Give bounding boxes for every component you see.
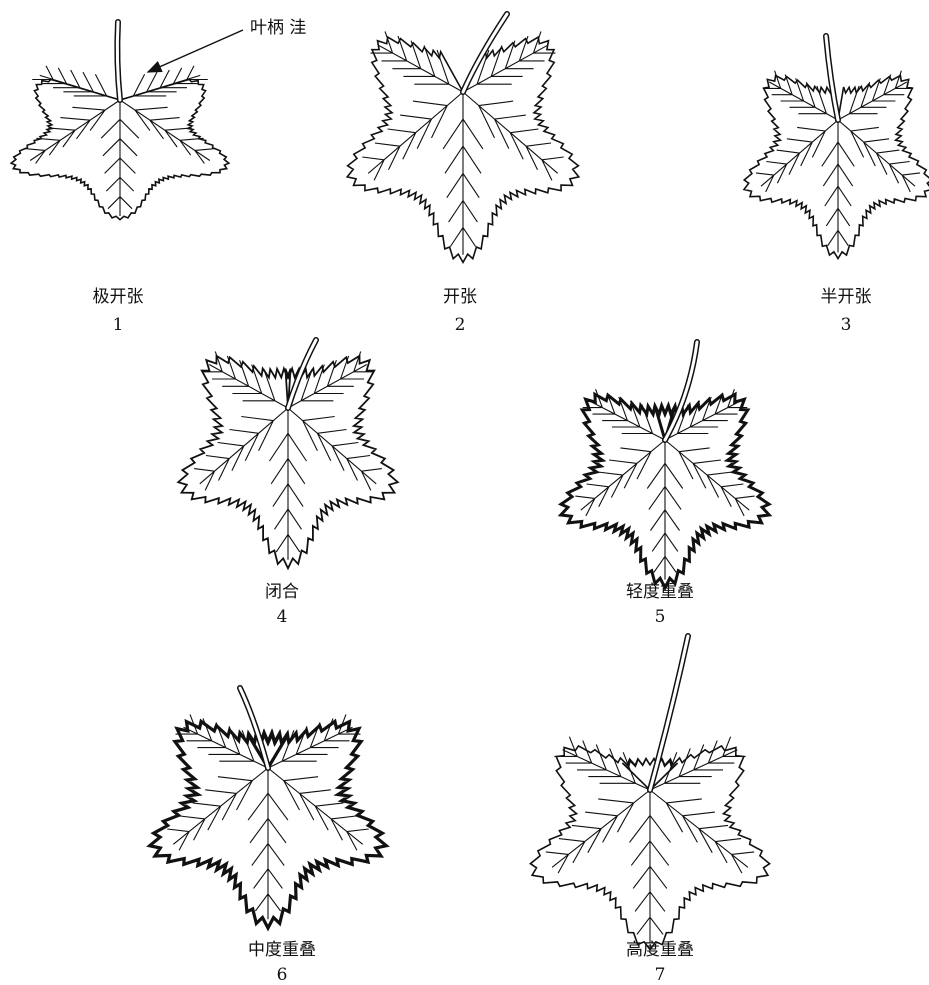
leaf-2-number: 2 [455,315,466,335]
petiole-sinus-callout: 叶柄 洼 [148,18,306,72]
leaf-3-number: 3 [841,315,852,335]
leaves-layer [11,14,929,950]
leaf-6-number: 6 [277,965,288,985]
leaf-7-label: 高度重叠 [626,940,694,960]
leaf-2-label: 开张 [443,287,477,307]
leaf-4-caption: 闭合 4 [265,582,299,627]
leaf-1-caption: 极开张 1 [93,287,144,335]
leaf-6-label: 中度重叠 [248,940,316,960]
leaf-3-caption: 半开张 3 [821,287,872,335]
leaf-5-label: 轻度重叠 [626,582,694,602]
leaf-7-caption: 高度重叠 7 [626,940,694,985]
leaf-5-number: 5 [655,607,666,627]
leaf-1-number: 1 [113,315,124,335]
leaf-7-number: 7 [655,965,666,985]
leaf-5-drawing [561,342,769,588]
leaf-1-drawing [11,22,229,220]
leaf-2-drawing [347,14,579,262]
leaf-3-drawing [744,36,929,259]
leaf-4-drawing [178,340,398,568]
leaf-7-drawing [530,636,769,950]
leaf-4-label: 闭合 [265,582,299,602]
callout-text: 叶柄 洼 [250,18,306,38]
leaf-3-label: 半开张 [821,287,872,307]
leaf-6-caption: 中度重叠 6 [248,940,316,985]
leaf-2-caption: 开张 2 [443,287,477,335]
leaf-5-caption: 轻度重叠 5 [626,582,694,627]
leaf-6-drawing [150,688,387,928]
leaf-1-label: 极开张 [93,287,144,307]
leaf-4-number: 4 [277,607,288,627]
callout-arrow [148,30,243,72]
